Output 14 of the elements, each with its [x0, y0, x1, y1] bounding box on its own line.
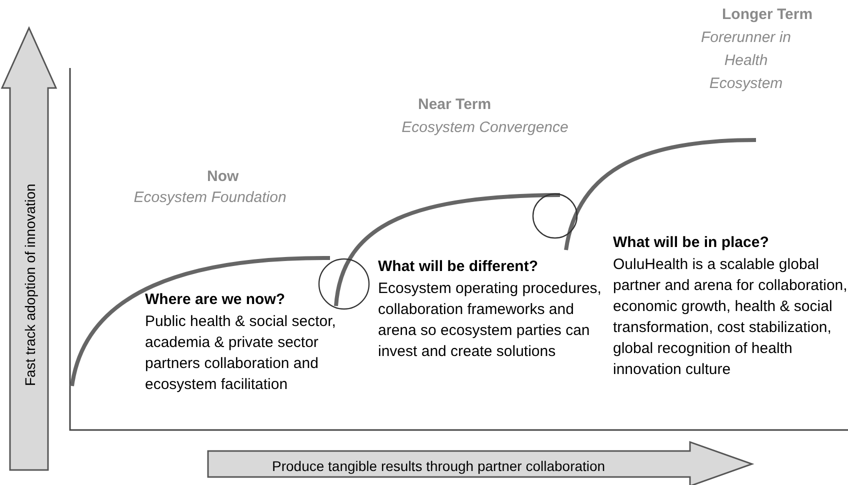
stage-subtitle: Forerunner in Health Ecosystem — [700, 28, 792, 94]
stage-subtitle: Ecosystem Foundation — [132, 188, 288, 208]
description-text: Ecosystem operating procedures, collaboration frameworks and arena so ecosystem parties can invest and create solutions — [378, 279, 602, 362]
axis-label: Produce tangible results through partner collaboration — [272, 457, 606, 476]
stage-subtitle: Ecosystem Convergence — [400, 118, 570, 138]
question-heading: What will be different? — [378, 257, 538, 277]
stage-heading: Now — [207, 167, 239, 187]
axis-label: Fast track adoption of innovation — [21, 182, 39, 388]
question-heading: Where are we now? — [145, 290, 286, 310]
description-text: Public health & social sector, academia & private sector partners collaboration and ecosystem facilitation — [145, 312, 337, 395]
question-heading: What will be in place? — [613, 233, 769, 253]
stage-heading: Near Term — [418, 95, 492, 115]
description-text: OuluHealth is a scalable global partner and arena for collaboration, economic growth, health & social transformation, cost stabilization, global recognition of health innovation culture — [613, 255, 848, 380]
stage-heading: Longer Term — [722, 5, 813, 25]
